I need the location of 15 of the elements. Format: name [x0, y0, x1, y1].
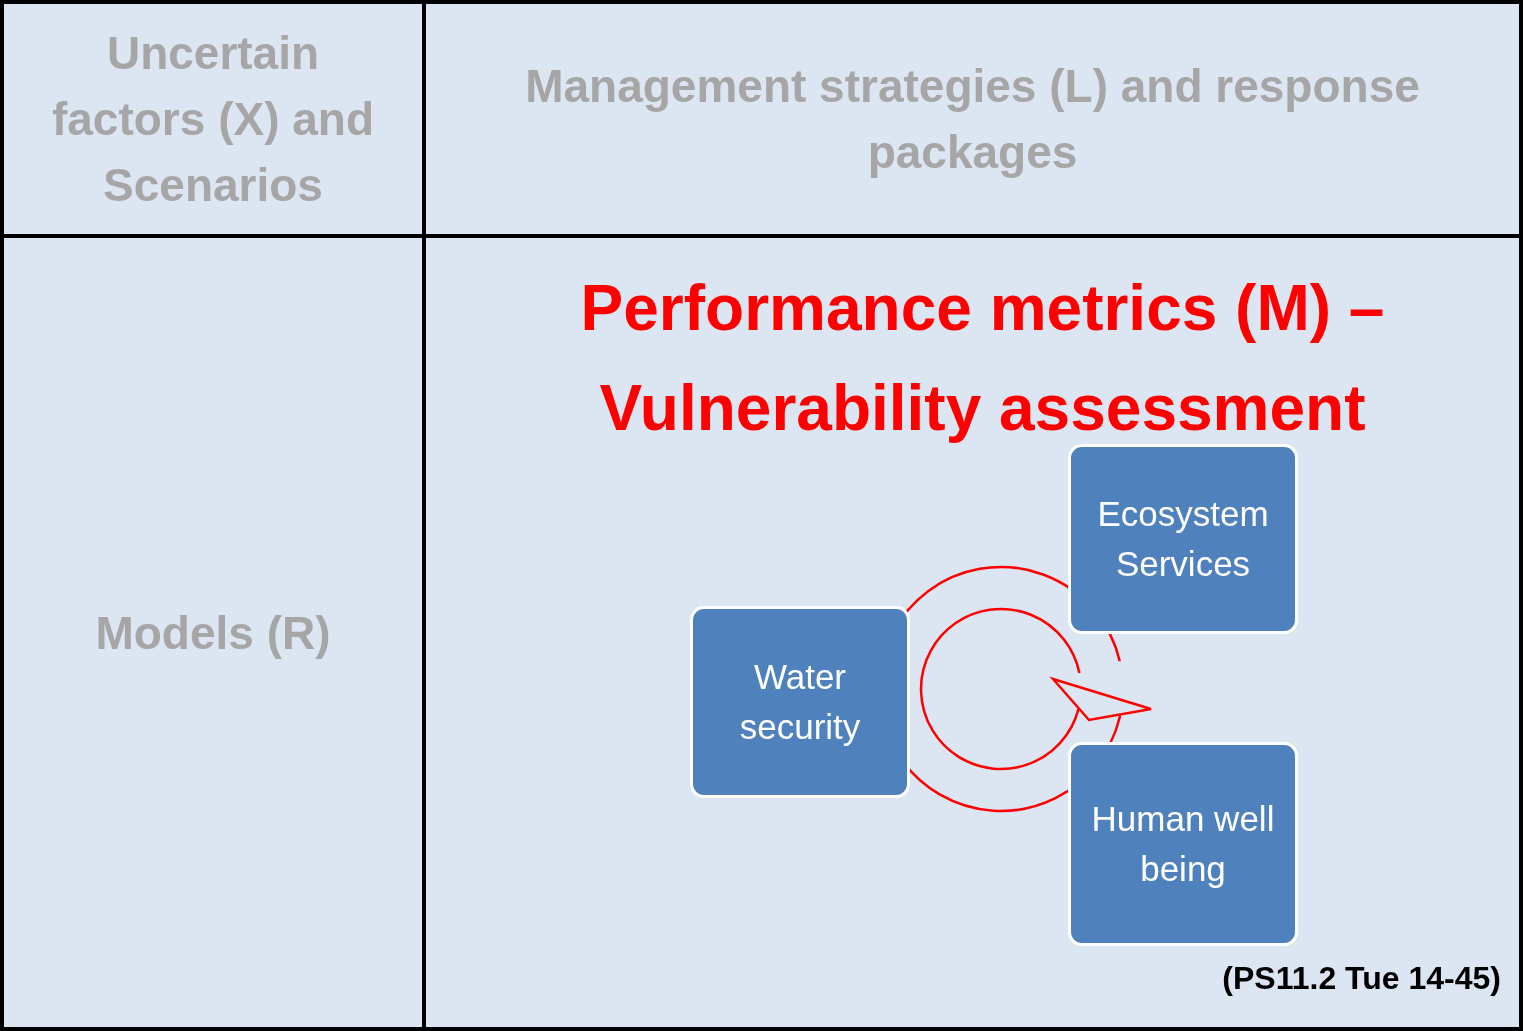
table-cell — [4, 4, 422, 234]
table-cell — [426, 4, 1519, 234]
section-title: Performance metrics (M) – Vulnerability assessment — [579, 271, 1386, 446]
header-label: Uncertain factors (X) and Scenarios — [50, 26, 375, 213]
box-label: Water security — [738, 656, 862, 748]
process-box — [690, 606, 910, 798]
table-cell — [4, 238, 422, 1027]
process-box — [1068, 444, 1298, 634]
header-label: Models (R) — [94, 605, 332, 661]
note-text: (PS11.2 Tue 14-45) — [1222, 960, 1501, 997]
table-cell — [426, 238, 1519, 1027]
process-box — [1068, 742, 1298, 946]
box-label: Human well being — [1090, 798, 1276, 890]
box-label: Ecosystem Services — [1096, 493, 1270, 585]
header-label: Management strategies (L) and response packages — [524, 59, 1421, 180]
